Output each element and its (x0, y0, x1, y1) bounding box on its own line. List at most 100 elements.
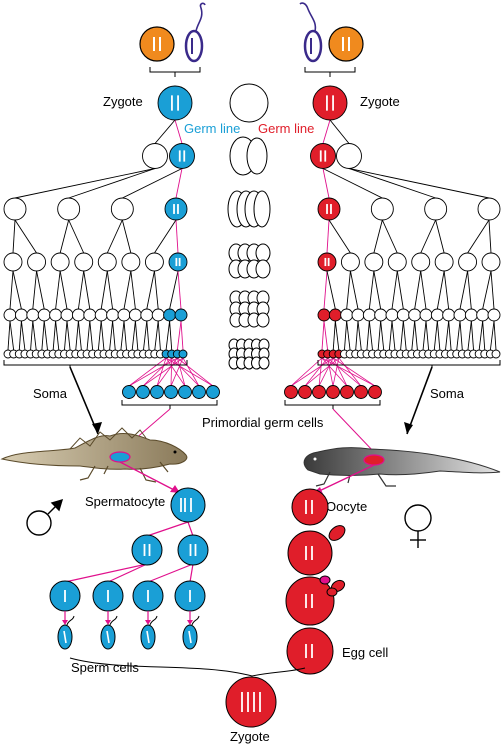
female-gonad (363, 454, 385, 466)
somatic-cell (26, 308, 40, 322)
somatic-cell (396, 308, 410, 322)
newt-female-icon (303, 447, 501, 487)
primordial-germ-cell (136, 385, 150, 399)
sperm-icon (184, 2, 206, 63)
somatic-cell (37, 308, 51, 322)
somatic-cell (110, 197, 134, 221)
embryo-16-cell (256, 312, 270, 328)
somatic-cell (3, 252, 23, 272)
lineage-cells (3, 85, 501, 399)
somatic-cell (60, 308, 74, 322)
somatic-cell (121, 252, 141, 272)
embryo-cleavage-stages (227, 83, 271, 370)
zygote-label-right: Zygote (360, 94, 400, 109)
somatic-cell (487, 308, 501, 322)
primordial-germ-cell (284, 385, 298, 399)
oocyte-cell (285, 576, 335, 626)
germ-cell (169, 143, 195, 169)
somatic-cell (71, 308, 85, 322)
somatic-cell (74, 252, 94, 272)
somatic-cell (477, 197, 501, 221)
oocyte-cell (287, 530, 333, 576)
somatic-cell (481, 252, 501, 272)
primordial-germ-cell (206, 385, 220, 399)
germ-cell (312, 85, 348, 121)
zygote-label-left: Zygote (103, 94, 143, 109)
sperm-cells-label: Sperm cells (71, 660, 139, 675)
germ-cell (317, 308, 331, 322)
germ-cell (317, 252, 337, 272)
somatic-cell (140, 308, 154, 322)
oocyte-cell (291, 488, 329, 526)
zygote-label-bottom: Zygote (230, 729, 270, 744)
somatic-cell (442, 308, 456, 322)
somatic-cell (453, 308, 467, 322)
sperm-icon (299, 2, 323, 63)
zygote-cell (225, 676, 277, 728)
germ-cell (310, 143, 336, 169)
secondary-spermatocyte (177, 534, 209, 566)
gametes-top-right (299, 2, 364, 77)
germ-cell (328, 308, 342, 322)
embryo-8-cell (255, 243, 271, 263)
somatic-cell (27, 252, 47, 272)
somatic-cell (424, 197, 448, 221)
somatic-cell (336, 143, 362, 169)
germ-cell (168, 252, 188, 272)
somatic-cell (340, 252, 360, 272)
germ-cell (157, 85, 193, 121)
germ-line-label-left: Germ line (184, 121, 240, 136)
primordial-germ-cell (164, 385, 178, 399)
somatic-cell (83, 308, 97, 322)
primordial-germ-cell (122, 385, 136, 399)
somatic-cell (370, 197, 394, 221)
primordial-germ-cell (192, 385, 206, 399)
primordial-germ-cell (298, 385, 312, 399)
somatic-cell (387, 252, 407, 272)
somatic-cell (117, 308, 131, 322)
oocyte-label: Oocyte (326, 499, 367, 514)
gametogenesis (49, 461, 375, 728)
primordial-germ-cell (326, 385, 340, 399)
egg-gamete-left (139, 26, 175, 62)
germ-line-label-right: Germ line (258, 121, 314, 136)
germ-cell (178, 349, 188, 359)
somatic-cell (97, 252, 117, 272)
polar-body (319, 575, 331, 585)
spermatocyte-label: Spermatocyte (85, 494, 165, 509)
somatic-cell (408, 308, 422, 322)
polar-body (326, 587, 338, 597)
male-symbol-icon (26, 498, 64, 536)
somatic-cell (144, 252, 164, 272)
embryo-32-cell (258, 356, 270, 370)
spermatocyte-cell (170, 487, 206, 523)
somatic-cell (14, 308, 28, 322)
germ-cell (163, 308, 177, 322)
egg-cell (286, 627, 334, 675)
primordial-germ-cells-label: Primordial germ cells (202, 415, 324, 430)
secondary-spermatocyte (131, 534, 163, 566)
newt-male-icon (0, 427, 188, 483)
germ-cell (174, 308, 188, 322)
primordial-germ-cell (354, 385, 368, 399)
somatic-cell (419, 308, 433, 322)
somatic-cell (364, 252, 384, 272)
gametes-top-left (139, 2, 206, 77)
soma-brackets (3, 360, 501, 409)
lineage-lines (7, 119, 497, 453)
soma-arrows (69, 366, 433, 435)
somatic-cell (94, 308, 108, 322)
somatic-cell (49, 308, 63, 322)
egg-gamete-right (328, 26, 364, 62)
somatic-cell (340, 308, 354, 322)
somatic-cell (128, 308, 142, 322)
somatic-cell (491, 349, 501, 359)
female-symbol-icon (404, 504, 432, 548)
somatic-cell (411, 252, 431, 272)
somatic-cell (464, 308, 478, 322)
somatic-cell (151, 308, 165, 322)
somatic-cell (362, 308, 376, 322)
primordial-germ-cell (368, 385, 382, 399)
